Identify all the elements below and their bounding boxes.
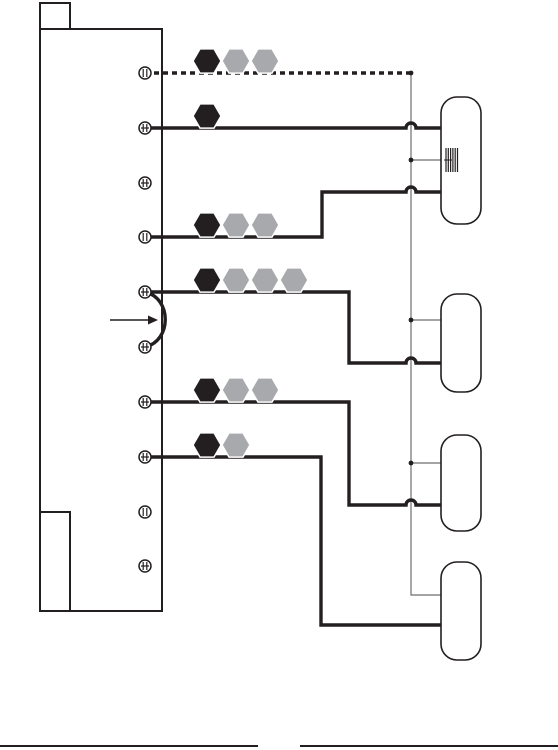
wire-terminal-8 [145, 457, 441, 625]
wire-terminal-2 [145, 123, 441, 128]
hexagon-icon [193, 213, 221, 237]
hexagon-icon [251, 49, 279, 73]
terminal-7 [139, 396, 151, 408]
panel-bottom-tab [40, 512, 70, 611]
terminal-screw-icon [139, 506, 151, 518]
hexagon-icon [193, 268, 221, 292]
bus-node [409, 158, 414, 163]
hexagon-icon [222, 49, 250, 73]
marker-group-terminal-8 [193, 433, 250, 457]
terminal-1 [139, 67, 151, 79]
hexagon-icon [251, 378, 279, 402]
wire-terminal-4 [145, 187, 441, 237]
bus-line [411, 73, 441, 595]
marker-group-terminal-7 [193, 378, 279, 402]
hexagon-icon [193, 104, 221, 128]
hexagon-icon [280, 268, 308, 292]
device-2 [441, 294, 481, 392]
terminal-6 [139, 341, 151, 353]
marker-group-terminal-4 [193, 213, 279, 237]
terminal-2 [139, 122, 151, 134]
terminal-10 [139, 560, 151, 572]
hexagon-icon [222, 378, 250, 402]
bus-node [409, 318, 414, 323]
bus-node [409, 461, 414, 466]
hexagon-icon [222, 268, 250, 292]
wire-terminal-5 [145, 292, 441, 363]
marker-group-terminal-1 [193, 49, 279, 73]
field-wires [145, 73, 441, 625]
wire-terminal-7 [145, 402, 441, 505]
hexagon-icon [222, 433, 250, 457]
panel-top-tab [40, 3, 70, 29]
terminal-3 [139, 177, 151, 189]
terminal-screw-icon [139, 231, 151, 243]
wire-markers [193, 49, 308, 457]
hexagon-icon [193, 49, 221, 73]
terminal-screw-icon [139, 67, 151, 79]
terminal-5 [139, 286, 151, 298]
marker-group-terminal-2 [193, 104, 221, 128]
marker-group-terminal-5 [193, 268, 308, 292]
device-4 [441, 562, 481, 660]
arrow-right-icon [148, 316, 158, 325]
terminal-9 [139, 506, 151, 518]
hexagon-icon [251, 213, 279, 237]
terminal-8 [139, 451, 151, 463]
device-3 [441, 435, 481, 531]
hexagon-icon [222, 213, 250, 237]
hexagon-icon [193, 433, 221, 457]
hexagon-icon [193, 378, 221, 402]
devices [441, 97, 481, 660]
terminal-4 [139, 231, 151, 243]
end-of-line-bus [409, 71, 444, 595]
terminal-panel [40, 3, 162, 611]
hexagon-icon [251, 268, 279, 292]
